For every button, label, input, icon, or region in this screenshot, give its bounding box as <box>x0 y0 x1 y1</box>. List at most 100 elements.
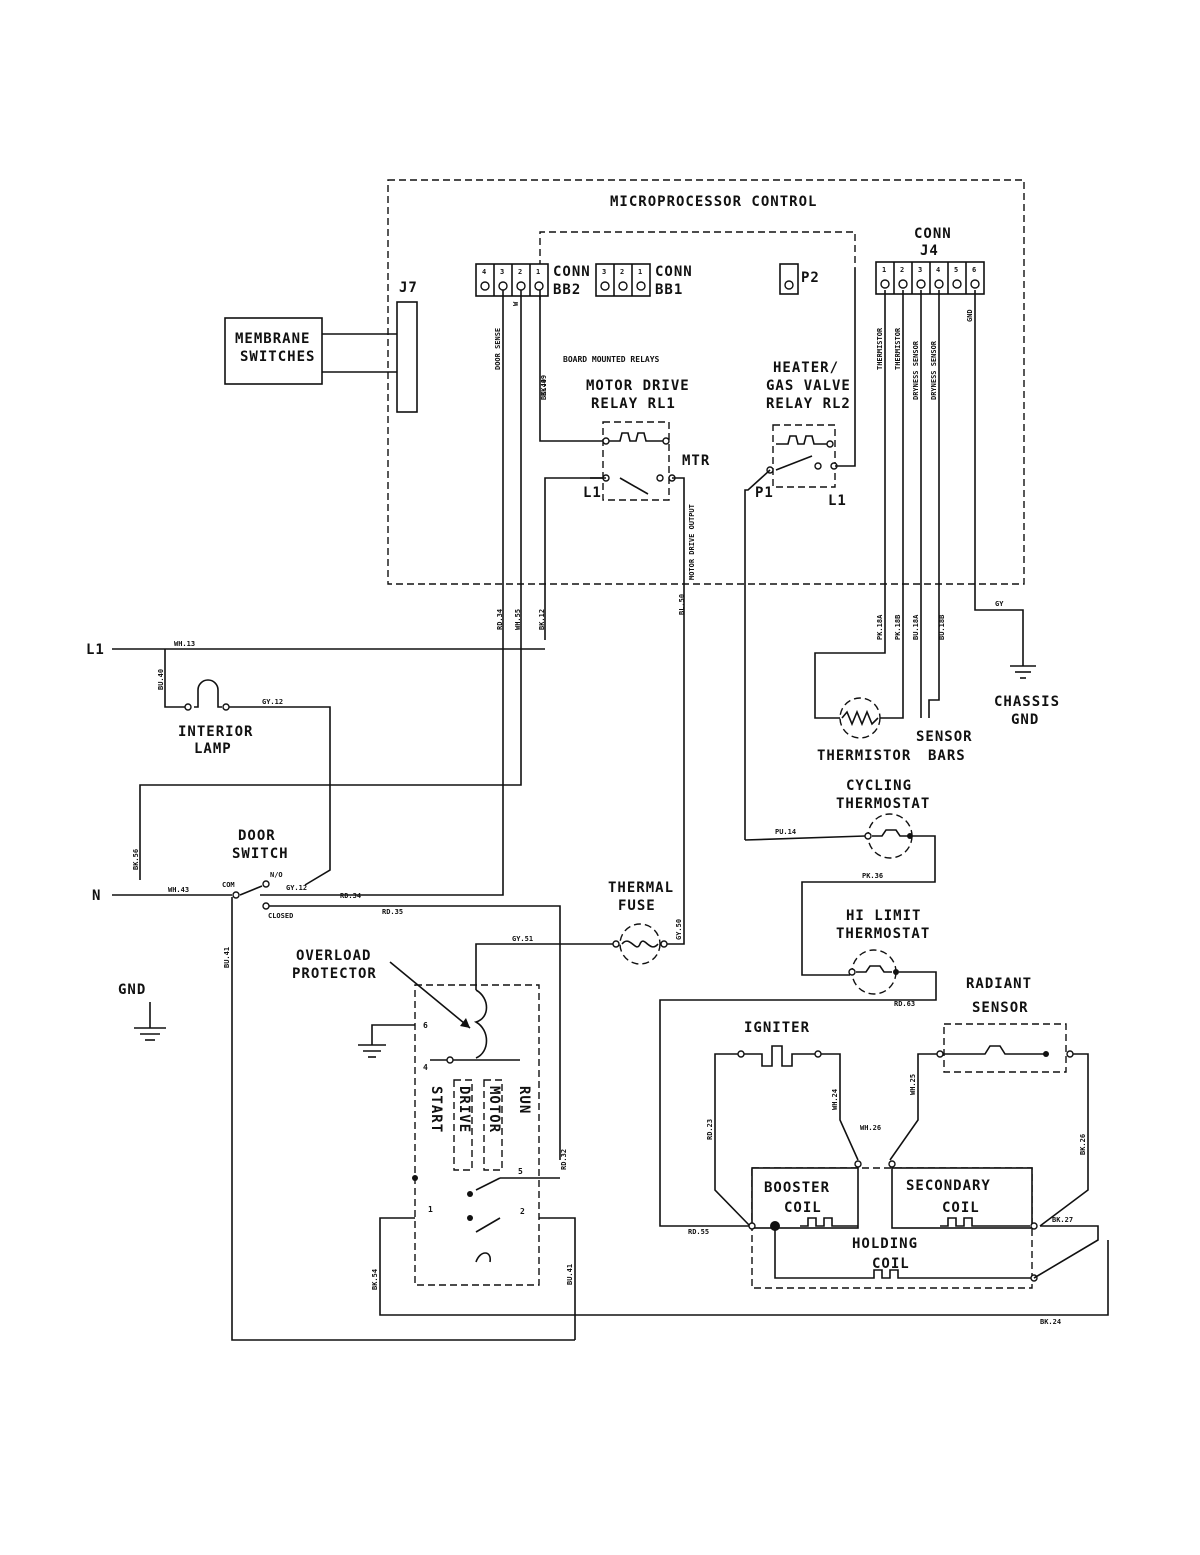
heater-relay-label-2: GAS VALVE <box>766 378 851 394</box>
hi-limit-label-2: THERMOSTAT <box>836 926 930 942</box>
membrane-switches-label-1: MEMBRANE <box>235 331 310 347</box>
chassis-gnd-symbol <box>1010 665 1036 679</box>
radiant-sensor-label-2: SENSOR <box>972 1000 1029 1016</box>
wire-wh26: WH.26 <box>860 1124 881 1132</box>
thermistor-symbol <box>839 697 881 739</box>
membrane-switches-label-2: SWITCHES <box>240 349 315 365</box>
door-switch-com-label: COM <box>222 881 235 889</box>
j4-signal-4: DRYNESS SENSOR <box>930 340 938 400</box>
wire-wh25: WH.25 <box>909 1074 917 1095</box>
bu41b-wire <box>539 1217 576 1340</box>
bk26-wire <box>1039 1053 1089 1227</box>
j4-pin-2: 2 <box>900 266 904 274</box>
wire-gy12b: GY.12 <box>286 884 307 892</box>
motor-terminal-4: 4 <box>423 1063 428 1072</box>
overload-coil <box>473 989 488 1059</box>
door-switch-no-label: N/O <box>270 871 283 879</box>
interior-lamp-label-1: INTERIOR <box>178 724 253 740</box>
j4-pin-4: 4 <box>936 266 940 274</box>
conn-bb2: 4 3 2 1 <box>475 263 549 297</box>
wire-bk56: BK.56 <box>132 849 140 870</box>
wire-pk18a: PK.18A <box>876 614 884 640</box>
holding-coil-label-2: COIL <box>872 1256 910 1272</box>
wire-rd63: RD.63 <box>894 1000 915 1008</box>
rd63-wire <box>659 971 937 1227</box>
motor-output-wire <box>672 477 685 910</box>
gnd-label: GND <box>118 982 146 998</box>
overload-protector-label-1: OVERLOAD <box>296 948 371 964</box>
sensor-bars-label-1: SENSOR <box>916 729 973 745</box>
j4-pin-5: 5 <box>954 266 958 274</box>
door-switch-blade <box>239 885 263 896</box>
wire-rd55: RD.55 <box>688 1228 709 1236</box>
motor-terminal-2: 2 <box>520 1207 525 1216</box>
chassis-gnd-label-1: CHASSIS <box>994 694 1060 710</box>
rl2-contact-arm <box>775 455 813 471</box>
radiant-sensor-contact <box>944 1045 1046 1055</box>
cycling-thermostat-label-2: THERMOSTAT <box>836 796 930 812</box>
bb1-pin-2: 2 <box>620 268 624 276</box>
pk36-wire <box>801 835 936 976</box>
bb2-signal-door-sense: DOOR SENSE <box>494 328 502 370</box>
drive-winding-label: DRIVE <box>456 1086 472 1133</box>
door-switch-label-2: SWITCH <box>232 846 289 862</box>
wire-rd34a: RD.34 <box>340 892 361 900</box>
microprocessor-control-label: MICROPROCESSOR CONTROL <box>610 194 817 210</box>
door-switch-closed-label: CLOSED <box>268 912 293 920</box>
wire-pk18b: PK.18B <box>894 615 902 640</box>
j4-signal-1: THERMISTOR <box>876 327 884 370</box>
wire-bk12: BK.12 <box>538 609 546 630</box>
bb2-signal-bk49: BK.49 <box>540 379 548 400</box>
motor-terminal-6: 6 <box>423 1021 428 1030</box>
wire-bk24: BK.24 <box>1040 1318 1061 1326</box>
bk54-wire <box>379 1217 575 1316</box>
wh24-wire <box>821 1053 859 1161</box>
secondary-coil-label-1: SECONDARY <box>906 1178 991 1194</box>
rl1-contact-arm <box>619 477 649 495</box>
booster-coil-label-2: COIL <box>784 1200 822 1216</box>
p2-label: P2 <box>801 270 820 286</box>
bu40-wire <box>164 649 185 708</box>
motor-gnd-symbol <box>358 1044 386 1058</box>
motor-assembly-box <box>414 984 540 1286</box>
wire-gy50: GY.50 <box>675 919 683 940</box>
bb1-pin-1: 1 <box>638 268 642 276</box>
conn-bb1-label-2: BB1 <box>655 282 683 298</box>
overload-protector-label-2: PROTECTOR <box>292 966 377 982</box>
bb2-pin-1: 1 <box>536 268 540 276</box>
p1-wire <box>744 469 771 840</box>
interior-lamp-symbol <box>194 679 222 708</box>
thermistor-label: THERMISTOR <box>817 748 911 764</box>
bb2-pin-3: 3 <box>500 268 504 276</box>
wire-rd34b: RD.34 <box>496 609 504 630</box>
rl1-coil <box>606 432 666 442</box>
wire-bl50: BL.50 <box>678 594 686 615</box>
run-winding-label: RUN <box>516 1086 532 1114</box>
p2-connector <box>779 263 799 295</box>
door-switch-label-1: DOOR <box>238 828 276 844</box>
j4-signal-2: THERMISTOR <box>894 327 902 370</box>
sensor-bars-label-2: BARS <box>928 748 966 764</box>
wire-rd23: RD.23 <box>706 1119 714 1140</box>
wire-rd35: RD.35 <box>382 908 403 916</box>
wire-bu18a: BU.18A <box>912 614 920 640</box>
bb1-pin-3: 3 <box>602 268 606 276</box>
bu41-wire <box>231 897 575 1341</box>
wire-rd32: RD.32 <box>560 1149 568 1170</box>
wire-wh43: WH.43 <box>168 886 189 894</box>
motor-terminal-5: 5 <box>518 1167 523 1176</box>
wire-pk36: PK.36 <box>862 872 883 880</box>
cycling-thermostat-label-1: CYCLING <box>846 778 912 794</box>
holding-coil-winding <box>774 1226 1032 1279</box>
wire-bu41b: BU.41 <box>566 1264 574 1285</box>
heater-relay-label-1: HEATER/ <box>773 360 839 376</box>
wire-bk27: BK.27 <box>1052 1216 1073 1224</box>
chassis-gnd-label-2: GND <box>1011 712 1039 728</box>
rd34-wire <box>260 290 504 896</box>
wire-bk26: BK.26 <box>1079 1134 1087 1155</box>
j4-pin-1: 1 <box>882 266 886 274</box>
mtr-label: MTR <box>682 453 710 469</box>
heater-gas-valve-relay-rl2 <box>772 424 836 488</box>
radiant-sensor-box <box>943 1023 1067 1073</box>
